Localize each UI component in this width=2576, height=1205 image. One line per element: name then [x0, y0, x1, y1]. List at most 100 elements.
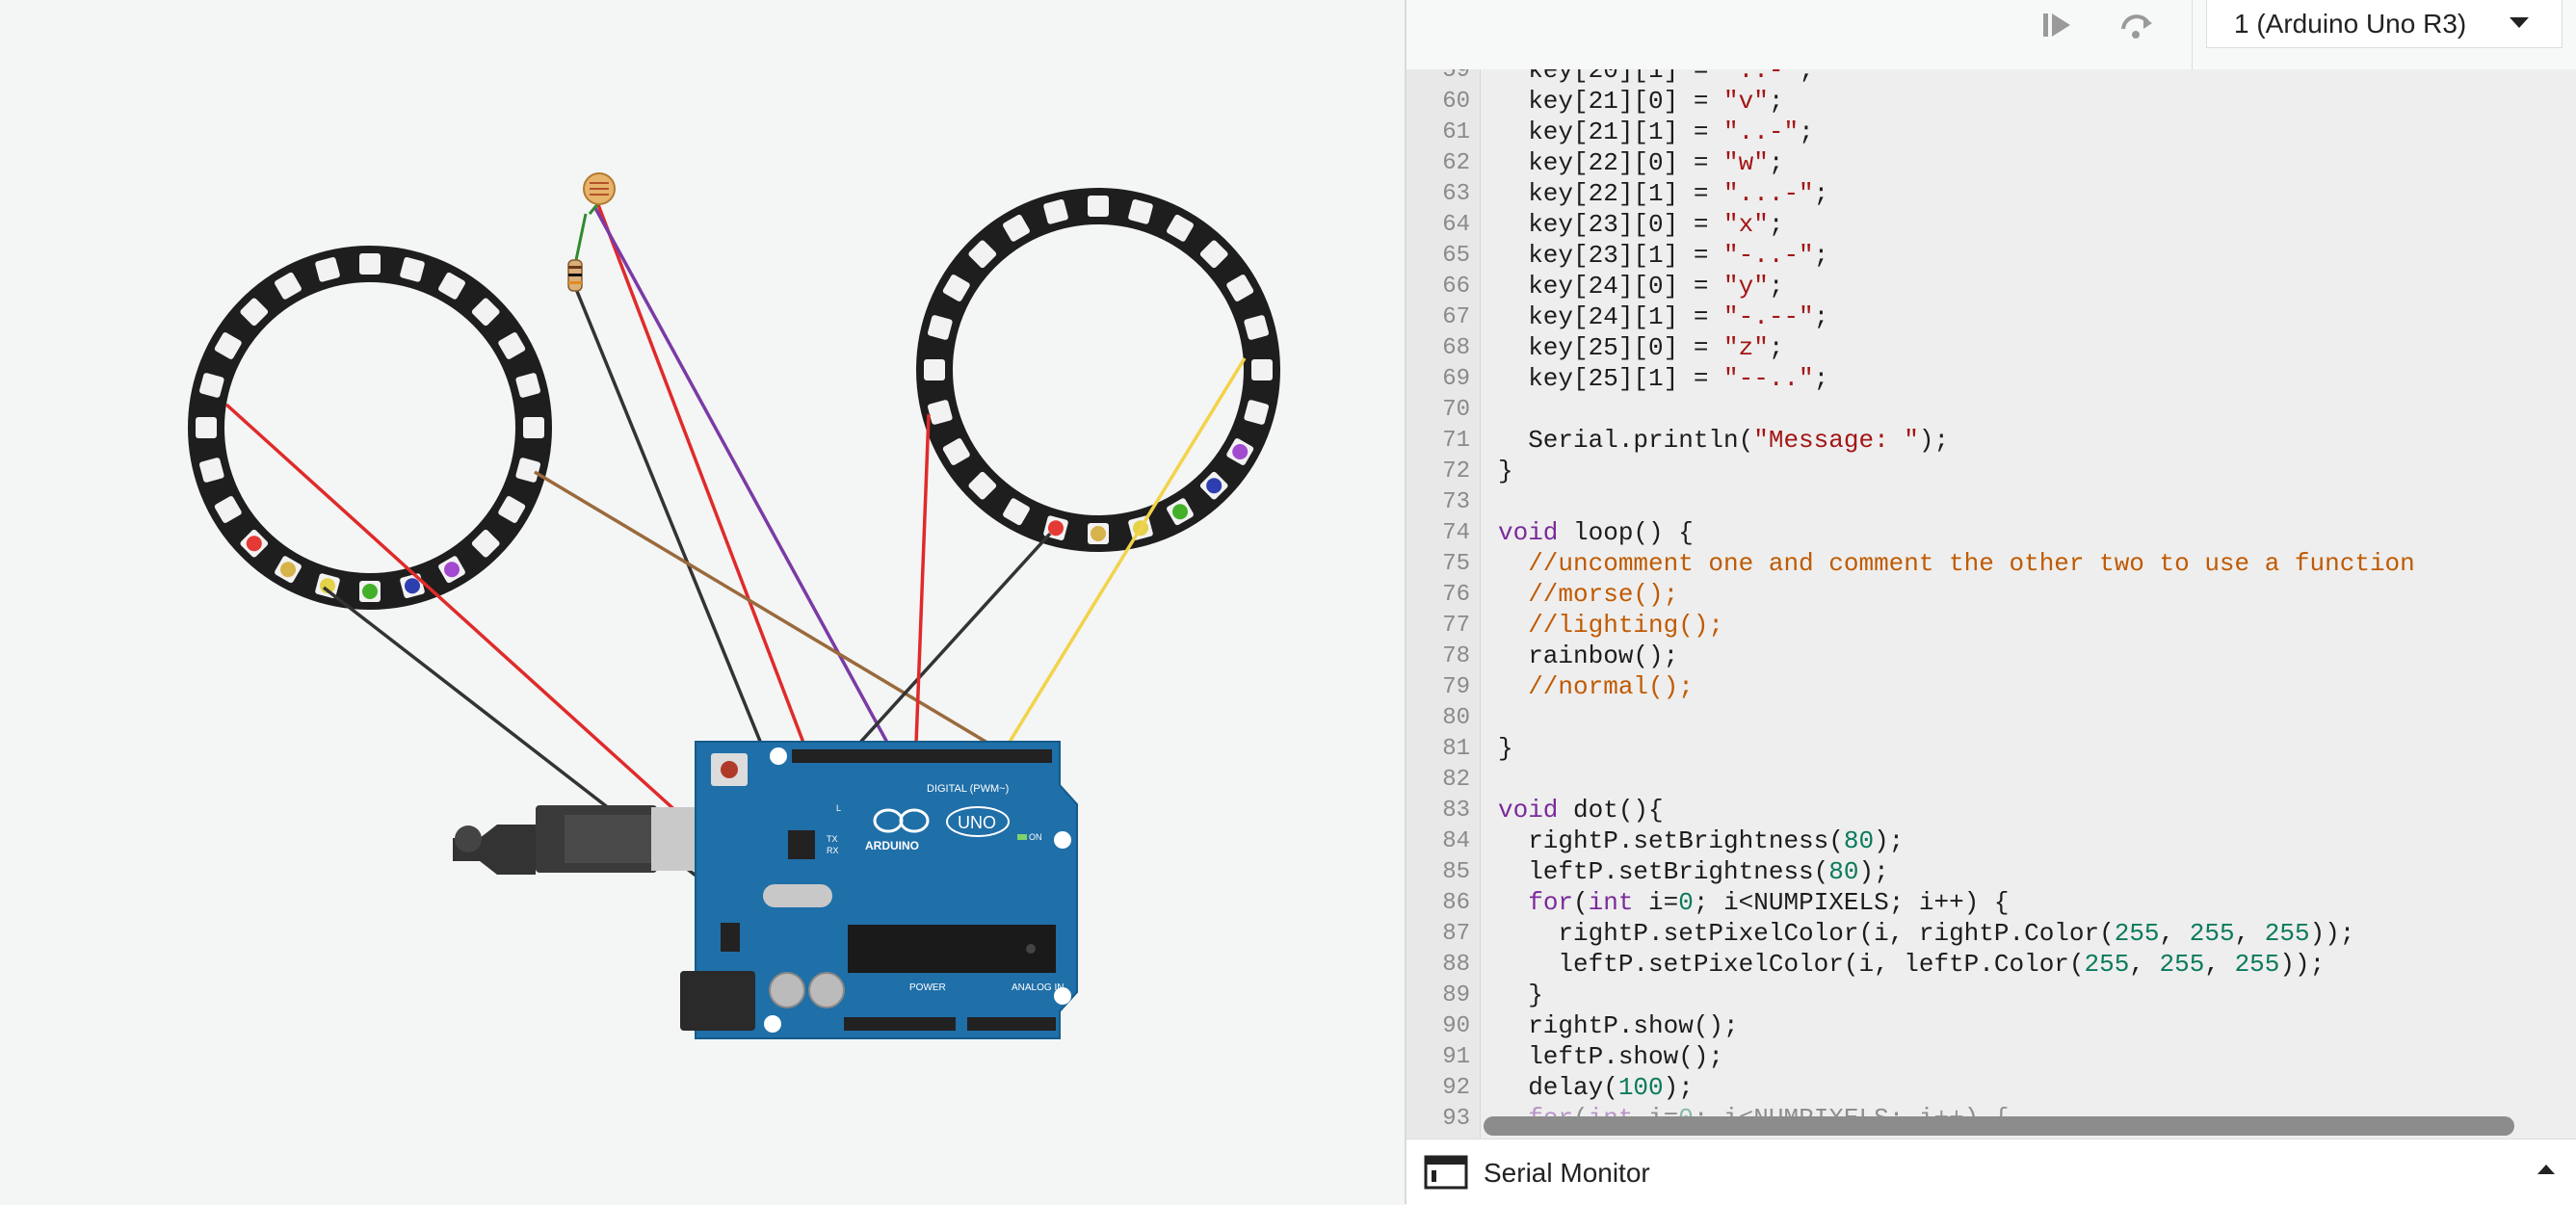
resistor[interactable] [567, 213, 588, 292]
code-line[interactable]: key[24][1] = "-.--"; [1498, 302, 1828, 331]
code-token: ; [1813, 364, 1829, 393]
horizontal-scrollbar[interactable] [1484, 1115, 2563, 1137]
code-token: //normal(); [1498, 672, 1694, 701]
code-token: , [2234, 919, 2265, 948]
circuit-diagram[interactable]: DIGITAL (PWM~) ARDUINO UNO ON TX RX L PO… [0, 0, 1405, 1204]
code-token: //uncomment one and comment the other tw… [1498, 549, 2415, 578]
line-number: 67 [1442, 304, 1470, 330]
neopixel-led [1251, 359, 1273, 380]
code-token: "..-" [1723, 118, 1800, 146]
neopixel-led [400, 256, 425, 282]
lit-led [1172, 504, 1188, 520]
scrollbar-thumb[interactable] [1484, 1116, 2514, 1136]
code-line[interactable]: //uncomment one and comment the other tw… [1498, 549, 2415, 578]
code-line[interactable]: key[23][0] = "x"; [1498, 210, 1783, 239]
code-line[interactable]: } [1498, 734, 1513, 763]
code-token: 255 [2189, 919, 2235, 948]
code-line[interactable]: key[22][1] = "...-"; [1498, 179, 1828, 208]
line-number: 75 [1442, 551, 1470, 577]
code-line[interactable]: //morse(); [1498, 580, 1678, 609]
code-token: key[22][0] = [1498, 148, 1724, 177]
code-line[interactable]: for(int i=0; i<NUMPIXELS; i++) { [1498, 888, 2009, 917]
code-line[interactable]: //normal(); [1498, 672, 1694, 701]
code-line[interactable]: void loop() { [1498, 518, 1694, 547]
photoresistor[interactable] [583, 172, 616, 215]
code-token: 255 [2114, 919, 2160, 948]
arduino-board[interactable]: DIGITAL (PWM~) ARDUINO UNO ON TX RX L PO… [680, 741, 1078, 1039]
neopixel-led [214, 496, 242, 523]
code-token: 255 [2159, 950, 2205, 979]
code-line[interactable]: Serial.println("Message: "); [1498, 426, 1949, 455]
line-number: 63 [1442, 181, 1470, 207]
lit-led [1232, 444, 1249, 459]
rx-label: RX [827, 846, 839, 855]
neopixel-led [498, 332, 526, 359]
code-line[interactable]: key[20][1] = "..-"; [1498, 69, 1813, 85]
editor-toolbar: 1 (Arduino Uno R3) [1406, 0, 2576, 70]
line-number: 84 [1442, 828, 1470, 854]
line-number: 88 [1442, 952, 1470, 978]
code-token: key[23][0] = [1498, 210, 1724, 239]
wire[interactable] [534, 470, 1003, 753]
code-line[interactable]: key[25][0] = "z"; [1498, 333, 1783, 362]
code-line[interactable]: //lighting(); [1498, 611, 1723, 640]
code-line[interactable]: } [1498, 981, 1543, 1009]
lit-led [362, 584, 378, 599]
code-line[interactable]: key[21][1] = "..-"; [1498, 118, 1814, 146]
code-line[interactable]: key[24][0] = "y"; [1498, 272, 1783, 301]
code-line[interactable]: leftP.setPixelColor(i, leftP.Color(255, … [1498, 950, 2325, 979]
board-select-dropdown[interactable]: 1 (Arduino Uno R3) [2206, 0, 2563, 48]
step-forward-button[interactable] [2031, 6, 2085, 44]
code-line[interactable]: rightP.setPixelColor(i, rightP.Color(255… [1498, 919, 2354, 948]
code-token: "...-" [1723, 179, 1814, 208]
wire[interactable] [1002, 357, 1247, 752]
neopixel-ring-right[interactable] [916, 188, 1280, 552]
code-line[interactable]: rightP.show(); [1498, 1011, 1738, 1040]
code-token: ); [1663, 1073, 1694, 1102]
code-line[interactable]: leftP.show(); [1498, 1042, 1723, 1071]
code-line[interactable]: void dot(){ [1498, 796, 1664, 825]
chevron-up-icon[interactable] [2537, 1165, 2555, 1174]
code-line[interactable]: key[21][0] = "v"; [1498, 87, 1783, 116]
code-token: } [1498, 981, 1543, 1009]
line-number: 76 [1442, 582, 1470, 608]
code-token: )); [2279, 950, 2326, 979]
code-line[interactable]: delay(100); [1498, 1073, 1694, 1102]
code-token: ; [1813, 179, 1829, 208]
line-number: 93 [1442, 1106, 1470, 1132]
code-token: ; [1799, 118, 1814, 146]
neopixel-led [240, 298, 269, 327]
code-line[interactable]: rightP.setBrightness(80); [1498, 826, 1904, 855]
line-number: 92 [1442, 1075, 1470, 1101]
panel-divider[interactable] [1405, 0, 1406, 1204]
code-line[interactable]: rainbow(); [1498, 642, 1678, 670]
lit-led [1048, 520, 1065, 537]
code-token: key[20][1] = [1498, 69, 1724, 85]
code-line[interactable]: } [1498, 457, 1513, 485]
neopixel-led [315, 256, 340, 282]
code-line[interactable]: key[25][1] = "--.."; [1498, 364, 1828, 393]
lit-led [1091, 526, 1106, 541]
code-line[interactable]: key[23][1] = "-..-"; [1498, 241, 1828, 270]
neopixel-led [515, 458, 541, 483]
neopixel-ring-left[interactable] [188, 246, 552, 610]
code-token: } [1498, 457, 1513, 485]
neopixel-led [942, 438, 970, 465]
code-line[interactable]: leftP.setBrightness(80); [1498, 857, 1889, 886]
neopixel-led [214, 332, 242, 359]
step-over-button[interactable] [2110, 6, 2164, 44]
code-token: leftP.show(); [1498, 1042, 1724, 1071]
code-token: ; [1768, 333, 1784, 362]
neopixel-led [1244, 400, 1270, 425]
circuit-canvas[interactable]: DIGITAL (PWM~) ARDUINO UNO ON TX RX L PO… [0, 0, 1405, 1204]
code-token: ; [1768, 87, 1784, 116]
uno-label: UNO [958, 813, 996, 832]
lit-led [280, 562, 296, 578]
wire[interactable] [846, 532, 1052, 758]
line-number: 85 [1442, 859, 1470, 885]
code-token: "-..-" [1723, 241, 1814, 270]
serial-monitor-bar[interactable]: Serial Monitor [1406, 1139, 2576, 1205]
code-line[interactable]: key[22][0] = "w"; [1498, 148, 1783, 177]
